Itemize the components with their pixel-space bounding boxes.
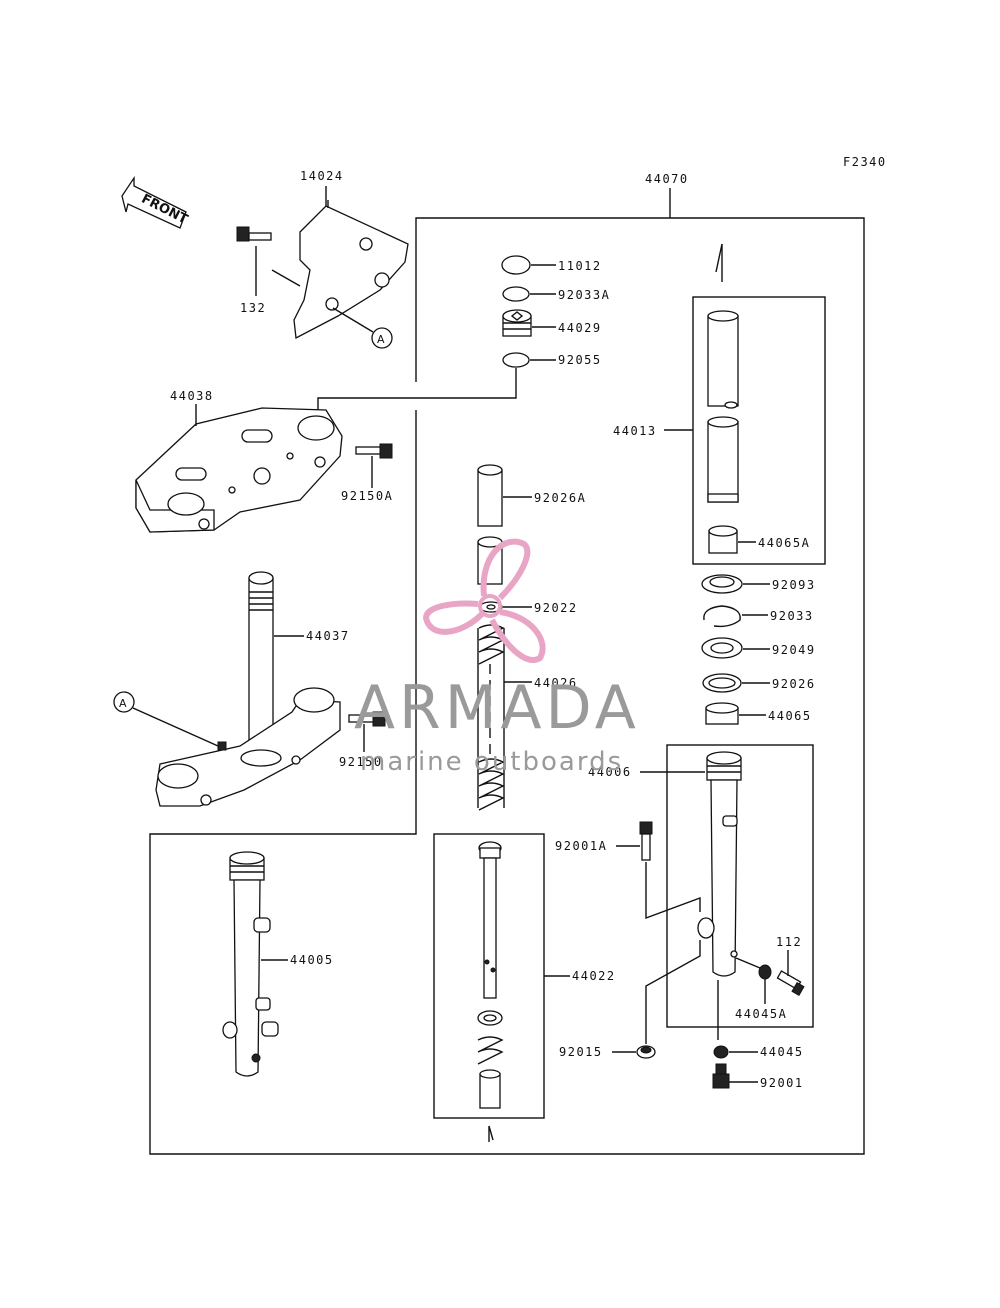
bushing-44065 [705, 702, 739, 725]
svg-text:A: A [119, 697, 127, 710]
svg-text:A: A [377, 333, 385, 346]
washer-92026 [702, 673, 742, 693]
bolt-92150 [348, 711, 386, 727]
tube-44013 [707, 310, 739, 503]
oring-92055 [502, 352, 530, 368]
label-92001: 92001 [760, 1076, 804, 1090]
cap-11012 [501, 255, 531, 275]
label-92049: 92049 [772, 643, 816, 657]
label-92026a: 92026A [534, 491, 586, 505]
washer-44045 [713, 1045, 729, 1059]
figure-code: F2340 [843, 155, 887, 169]
bolt-92001 [712, 1063, 730, 1089]
front-arrow-icon: FRONT [121, 175, 190, 229]
label-92033a: 92033A [558, 288, 610, 302]
label-44022: 44022 [572, 969, 616, 983]
label-92033: 92033 [770, 609, 814, 623]
label-44038: 44038 [170, 389, 214, 403]
damper-rod-44022 [477, 841, 504, 1109]
circlip-92033 [703, 605, 741, 628]
washer-92015 [636, 1045, 656, 1059]
label-44037: 44037 [306, 629, 350, 643]
label-44026: 44026 [534, 676, 578, 690]
reference-marker-a-bottom: A [113, 691, 219, 747]
steering-stem-44037 [155, 571, 341, 807]
label-132: 132 [240, 301, 266, 315]
washer-44045a [758, 964, 772, 980]
watermark-logo-icon [422, 538, 546, 663]
label-44029: 44029 [558, 321, 602, 335]
label-14024: 14024 [300, 169, 344, 183]
fork-leg-44005 [222, 851, 279, 1077]
label-44070: 44070 [645, 172, 689, 186]
fork-leg-44006 [697, 751, 742, 1040]
seal-92093 [701, 574, 743, 594]
box-44006 [666, 744, 814, 1028]
plug-44029 [502, 309, 532, 337]
watermark-brand: ARMADA [354, 673, 640, 743]
label-44065a: 44065A [758, 536, 810, 550]
label-44006: 44006 [588, 765, 632, 779]
cover-14024 [293, 200, 409, 340]
label-11012: 11012 [558, 259, 602, 273]
bolt-92001a [639, 821, 653, 861]
label-92026: 92026 [772, 677, 816, 691]
label-44005: 44005 [290, 953, 334, 967]
spring-44026 [477, 624, 505, 811]
label-44013: 44013 [613, 424, 657, 438]
label-92055: 92055 [558, 353, 602, 367]
label-92001a: 92001A [555, 839, 607, 853]
label-44065: 44065 [768, 709, 812, 723]
bolt-92150a [355, 443, 393, 459]
watermark-tagline: marine outboards [360, 747, 623, 777]
reference-marker-a-top: A [332, 307, 393, 349]
label-92093: 92093 [772, 578, 816, 592]
leader-92015 [645, 940, 701, 1044]
bushing-44065a [708, 525, 738, 554]
label-44045a: 44045A [735, 1007, 787, 1021]
label-92150a: 92150A [341, 489, 393, 503]
label-44045: 44045 [760, 1045, 804, 1059]
leader-92001a [645, 862, 701, 920]
bolt-132 [236, 226, 301, 287]
label-92150: 92150 [339, 755, 383, 769]
seal-92049 [701, 637, 743, 659]
bolt-112 [776, 970, 805, 997]
spacer-92026a [477, 464, 503, 585]
label-112: 112 [776, 935, 802, 949]
label-92022: 92022 [534, 601, 578, 615]
label-92015: 92015 [559, 1045, 603, 1059]
leader-top-bracket [317, 368, 517, 425]
top-bracket-44038 [135, 407, 343, 533]
assembly-frame-44070 [149, 188, 865, 1155]
oring-92033a [502, 286, 530, 302]
